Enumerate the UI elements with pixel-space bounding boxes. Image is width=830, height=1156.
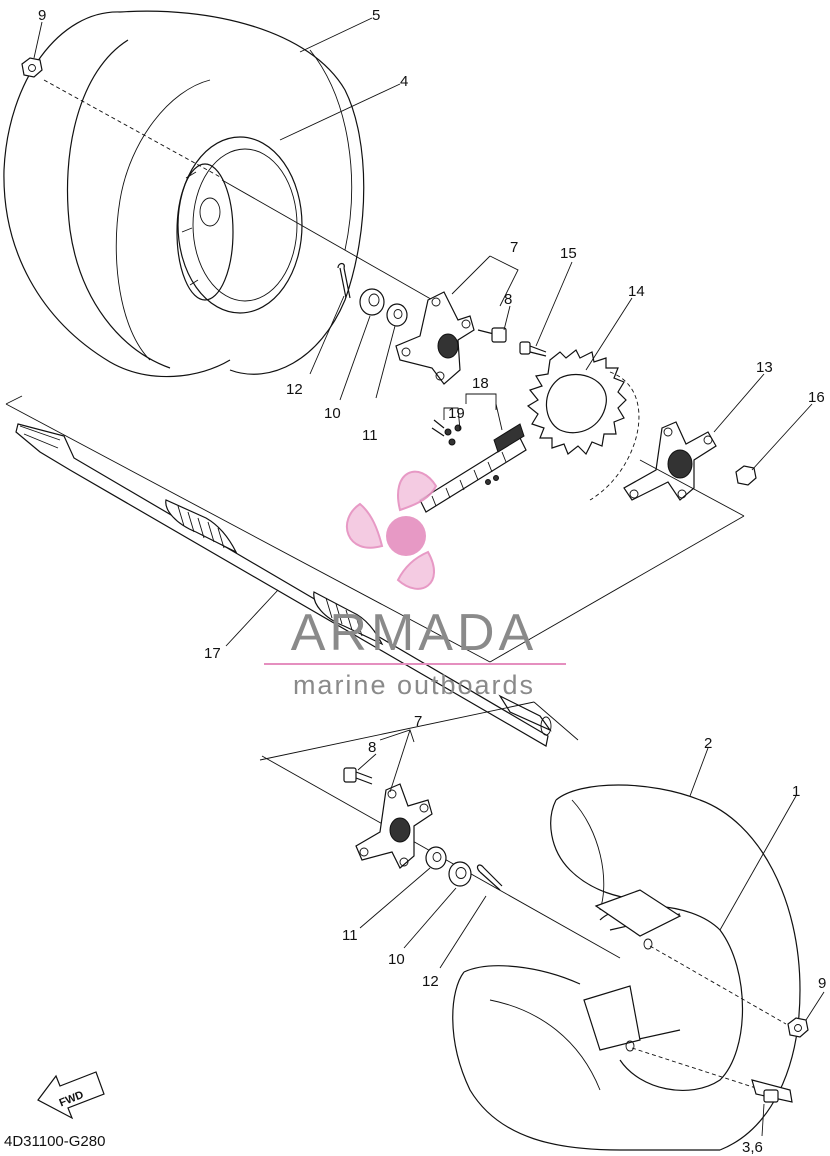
bolt-8-upper (477, 327, 507, 343)
callout-4: 4 (400, 73, 408, 90)
sprocket-14 (526, 349, 627, 456)
callout-13: 13 (756, 359, 773, 376)
drawing-code: 4D31100-G280 (4, 1133, 105, 1150)
callout-8-lower: 8 (368, 739, 376, 756)
callout-9-upper: 9 (38, 7, 46, 24)
bolt-15 (519, 341, 547, 357)
watermark-brand: ARMADA (291, 604, 537, 662)
callout-16: 16 (808, 389, 825, 406)
callout-11-upper: 11 (362, 427, 378, 444)
callout-18: 18 (472, 375, 489, 392)
hub-7-lower (355, 783, 433, 869)
hub-13 (623, 421, 717, 501)
valve-3-6 (751, 1079, 793, 1103)
callout-9-lower: 9 (818, 975, 826, 992)
callout-7-upper: 7 (510, 239, 518, 256)
axle-17 (15, 423, 552, 747)
upper-rim (176, 136, 303, 314)
lower-tire (452, 784, 801, 1151)
callout-8-upper: 8 (504, 291, 512, 308)
castle-nut-10-upper (359, 288, 385, 316)
hub-7-upper (395, 291, 475, 385)
callout-10-upper: 10 (324, 405, 341, 422)
fwd-arrow-icon: FWD (37, 1071, 105, 1120)
bolt-8-lower (343, 767, 373, 785)
nut-9-lower (787, 1017, 809, 1038)
callout-14: 14 (628, 283, 645, 300)
callout-3-6: 3,6 (742, 1139, 763, 1156)
cotter-pin-12-upper (337, 262, 351, 299)
callout-19: 19 (448, 405, 465, 422)
nut-9-upper (21, 57, 43, 78)
callout-12-lower: 12 (422, 973, 439, 990)
nut-16 (735, 465, 757, 486)
callout-7-lower: 7 (414, 713, 422, 730)
callout-11-lower: 11 (342, 927, 358, 944)
callout-12-upper: 12 (286, 381, 303, 398)
washer-11-lower (425, 846, 447, 870)
chain-18 (419, 423, 527, 513)
callout-5: 5 (372, 7, 380, 24)
castle-nut-10-lower (448, 861, 472, 887)
cotter-pin-12-lower (476, 864, 503, 891)
upper-tire (3, 10, 365, 378)
callout-leaders (33, 17, 825, 1137)
callout-2: 2 (704, 735, 712, 752)
washer-11-upper (386, 303, 408, 327)
callout-17: 17 (204, 645, 221, 662)
lower-rim (583, 889, 744, 1091)
callout-1: 1 (792, 783, 800, 800)
watermark-logo (345, 470, 438, 590)
watermark-tagline: marine outboards (293, 670, 535, 700)
callout-10-lower: 10 (388, 951, 405, 968)
chain-joint-19 (431, 419, 499, 485)
callout-15: 15 (560, 245, 577, 262)
